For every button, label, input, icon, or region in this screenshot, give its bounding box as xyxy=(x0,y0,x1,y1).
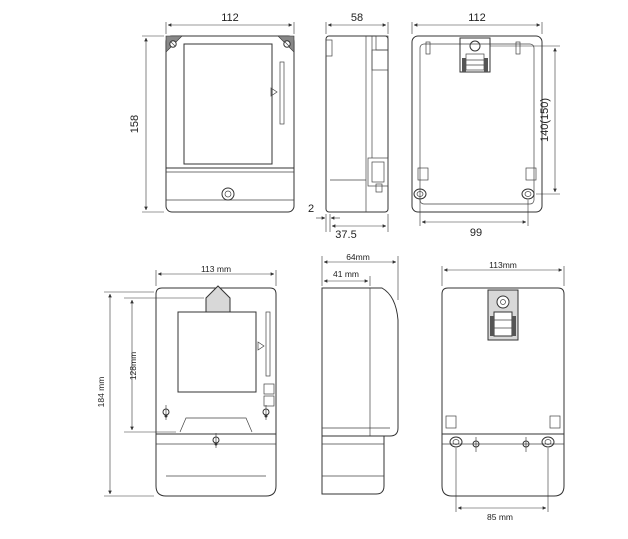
dim-back-mount-width: 85 mm xyxy=(487,512,513,522)
dim-side-offset: 2 xyxy=(308,203,314,215)
meter-side-body xyxy=(321,287,399,437)
top-side-view: 58 2 37.5 xyxy=(308,12,389,241)
hanging-bracket-icon xyxy=(459,37,491,73)
terminal-cover xyxy=(155,433,277,497)
seal-screw-icon xyxy=(472,437,480,452)
corner-screw-icon xyxy=(165,35,183,53)
button-square xyxy=(263,395,275,407)
dim-front-inner-height: 128mm xyxy=(128,352,138,380)
display-window xyxy=(177,311,257,393)
dim-front-height: 184 mm xyxy=(96,377,106,408)
seal-screw-icon xyxy=(162,405,170,420)
top-front-view: 112 158 xyxy=(129,12,295,213)
display-window xyxy=(183,43,273,165)
top-back-view: 112 140(150) 99 xyxy=(411,12,560,239)
dim-front-width: 112 xyxy=(221,12,239,24)
dim-back-mount-width: 99 xyxy=(470,227,482,239)
led-slot xyxy=(265,311,271,377)
dim-back-width: 112 xyxy=(468,12,486,24)
meter-back-housing xyxy=(411,35,543,213)
dim-side-depth: 58 xyxy=(351,12,363,24)
bottom-clip xyxy=(367,157,389,187)
side-terminal-cover xyxy=(321,435,385,495)
bottom-side-view: 64mm 41 mm xyxy=(321,252,399,495)
dim-back-mount-height: 140(150) xyxy=(539,98,551,142)
mount-hole-icon xyxy=(521,188,535,200)
led-slot xyxy=(279,61,285,125)
seal-screw-icon xyxy=(262,405,270,420)
dim-side-depth-total: 64mm xyxy=(346,252,370,262)
hanging-bracket-icon xyxy=(487,289,519,341)
mount-hole-icon xyxy=(449,436,463,448)
meter-side-body xyxy=(325,35,389,213)
indicator-triangle-icon xyxy=(257,341,265,351)
back-terminal-cover xyxy=(441,433,565,497)
indicator-triangle-icon xyxy=(270,87,278,97)
meter-housing xyxy=(155,287,277,435)
seal-screw-icon xyxy=(212,433,220,448)
dim-back-width: 113mm xyxy=(489,260,517,270)
button-square xyxy=(263,383,275,395)
meter-housing xyxy=(165,35,295,213)
mount-hole-icon xyxy=(413,188,427,200)
dim-front-width: 113 mm xyxy=(201,264,231,274)
dim-front-height: 158 xyxy=(129,115,141,133)
seal-screw-icon xyxy=(221,187,235,201)
meter-back-housing xyxy=(441,287,565,435)
bottom-back-view: 113mm 85 mm xyxy=(441,260,565,522)
bottom-front-view: 113 mm 128mm 184 mm xyxy=(96,264,277,497)
dim-side-bottom: 37.5 xyxy=(335,229,356,241)
corner-screw-icon xyxy=(277,35,295,53)
mount-hole-icon xyxy=(541,436,555,448)
dim-side-depth-inner: 41 mm xyxy=(333,269,359,279)
seal-screw-icon xyxy=(522,437,530,452)
